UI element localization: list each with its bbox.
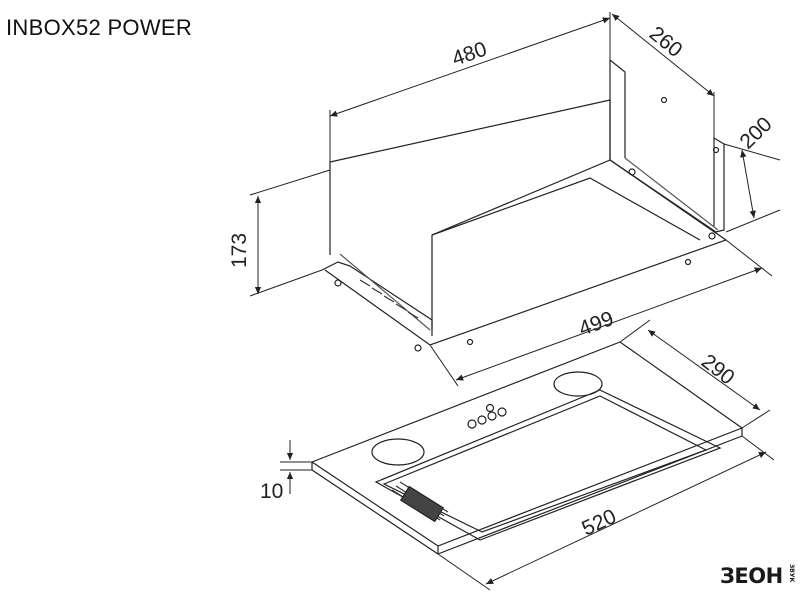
dim-499-ext-right (725, 239, 773, 277)
brand-logo-text: ЗЕОН (720, 564, 783, 588)
dim-290-ext-top (619, 319, 651, 343)
dim-label-499: 499 (576, 307, 617, 341)
dim-260-line (611, 13, 715, 97)
box-screw-3 (628, 168, 636, 176)
box-inner-opening (431, 177, 701, 241)
control-button-4 (497, 407, 507, 417)
lamp-right (553, 371, 603, 397)
dim-520-line (485, 451, 767, 585)
dim-499-line (455, 267, 763, 381)
panel-thickness-bottom (311, 469, 439, 555)
dim-label-10: 10 (260, 480, 283, 503)
filter-handle (399, 485, 445, 523)
control-button-5 (485, 403, 495, 413)
dim-label-200: 200 (735, 113, 776, 154)
dim-480-line (329, 17, 611, 117)
box-screw-8 (684, 258, 692, 266)
brand-logo-subtext: ЗВУК (788, 564, 795, 583)
dim-label-260: 260 (645, 22, 687, 62)
dim-173-ext-top (249, 169, 331, 196)
dim-label-173: 173 (228, 233, 251, 268)
dim-200-line (740, 149, 756, 219)
box-flange-bottom (324, 159, 728, 346)
dim-173-ext-bottom (249, 269, 323, 297)
dim-520-ext-right (741, 435, 775, 461)
control-button-1 (467, 419, 477, 429)
panel-filter-opening (382, 395, 708, 533)
control-button-3 (487, 411, 497, 421)
lamp-left (371, 438, 425, 466)
dim-290-ext-bottom (741, 409, 771, 429)
box-cutouts (359, 279, 419, 319)
panel-inner-frame (374, 389, 722, 541)
dim-200-ext-bottom (725, 209, 781, 233)
control-button-2 (477, 415, 487, 425)
lower-panel (310, 341, 744, 555)
box-screw-6 (712, 146, 720, 154)
box-flange-left (321, 261, 433, 336)
dim-label-520: 520 (578, 505, 619, 541)
box-plate-line-a (339, 253, 431, 331)
box-flange-right (609, 136, 725, 233)
dim-290-line (647, 329, 761, 411)
box-plate-line-b (624, 157, 719, 231)
dim-label-480: 480 (449, 38, 490, 71)
box-screw-4 (708, 232, 716, 240)
dim-499-ext-left (429, 344, 459, 387)
box-side-panel (609, 59, 626, 158)
box-screw-7 (466, 338, 474, 346)
product-title: INBOX52 POWER (6, 15, 193, 40)
dim-label-290: 290 (697, 350, 739, 390)
box-screw-1 (334, 279, 342, 287)
box-screw-5 (660, 96, 668, 104)
dim-520-ext-left (437, 553, 491, 591)
lower-dimensions (280, 319, 775, 591)
upper-dimensions (249, 12, 781, 387)
upper-box-unit (321, 59, 728, 352)
brand-logo: ЗЕОН ЗВУК (720, 562, 800, 596)
box-screw-2 (414, 344, 422, 352)
